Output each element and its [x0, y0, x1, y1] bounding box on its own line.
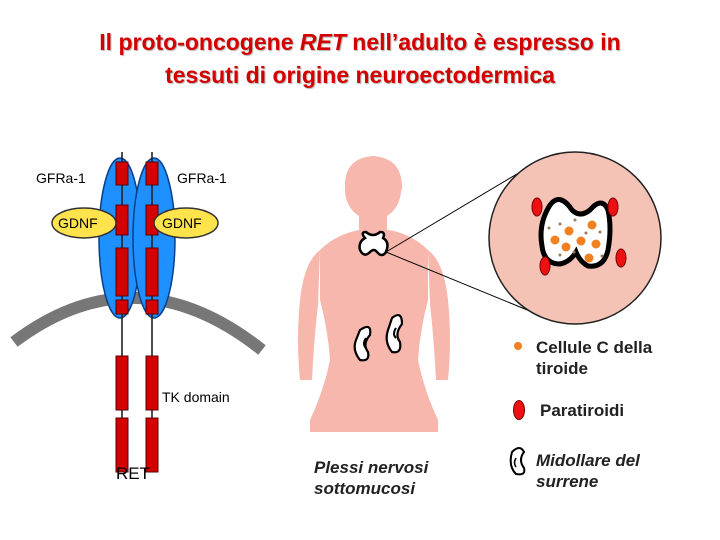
slide-title-line-1: Il proto-oncogene RET nell’adulto è espr…	[99, 29, 621, 55]
zoom-line-top	[385, 161, 538, 253]
gdnf-right	[153, 207, 219, 239]
gfra1-right-label: GFRa-1	[177, 170, 227, 186]
tk-domain-label: TK domain	[162, 389, 230, 405]
plexus-label: Plessi nervosi sottomucosi	[314, 458, 429, 498]
follicle-dots	[547, 218, 604, 258]
adrenal-detail	[363, 327, 397, 349]
c-cells-zoom	[550, 220, 601, 263]
legend-parathyroid-label: Paratiroidi	[540, 401, 625, 420]
ret-domains-left	[115, 161, 129, 473]
gfra1-right	[132, 157, 176, 319]
cell-membrane	[10, 292, 266, 355]
legend-c-cells-label: Cellule C della tiroide	[536, 338, 653, 378]
gfra1-left-label: GFRa-1	[36, 170, 86, 186]
gdnf-left-label: GDNF	[58, 215, 98, 231]
parathyroid-glands-zoom	[531, 197, 627, 276]
female-silhouette	[298, 156, 450, 432]
zoom-line-bottom	[385, 251, 538, 315]
gdnf-left	[51, 207, 117, 239]
ret-domains-right	[145, 161, 159, 473]
ret-label: RET	[116, 464, 150, 483]
slide-title-line-2: tessuti di origine neuroectodermica	[165, 62, 555, 88]
legend-adrenal-label: Midollare del surrene	[536, 451, 640, 491]
legend-parathyroid-marker	[513, 400, 525, 420]
gdnf-right-label: GDNF	[162, 215, 202, 231]
legend-c-cell-marker	[514, 342, 522, 350]
legend-adrenal-marker	[509, 447, 526, 476]
